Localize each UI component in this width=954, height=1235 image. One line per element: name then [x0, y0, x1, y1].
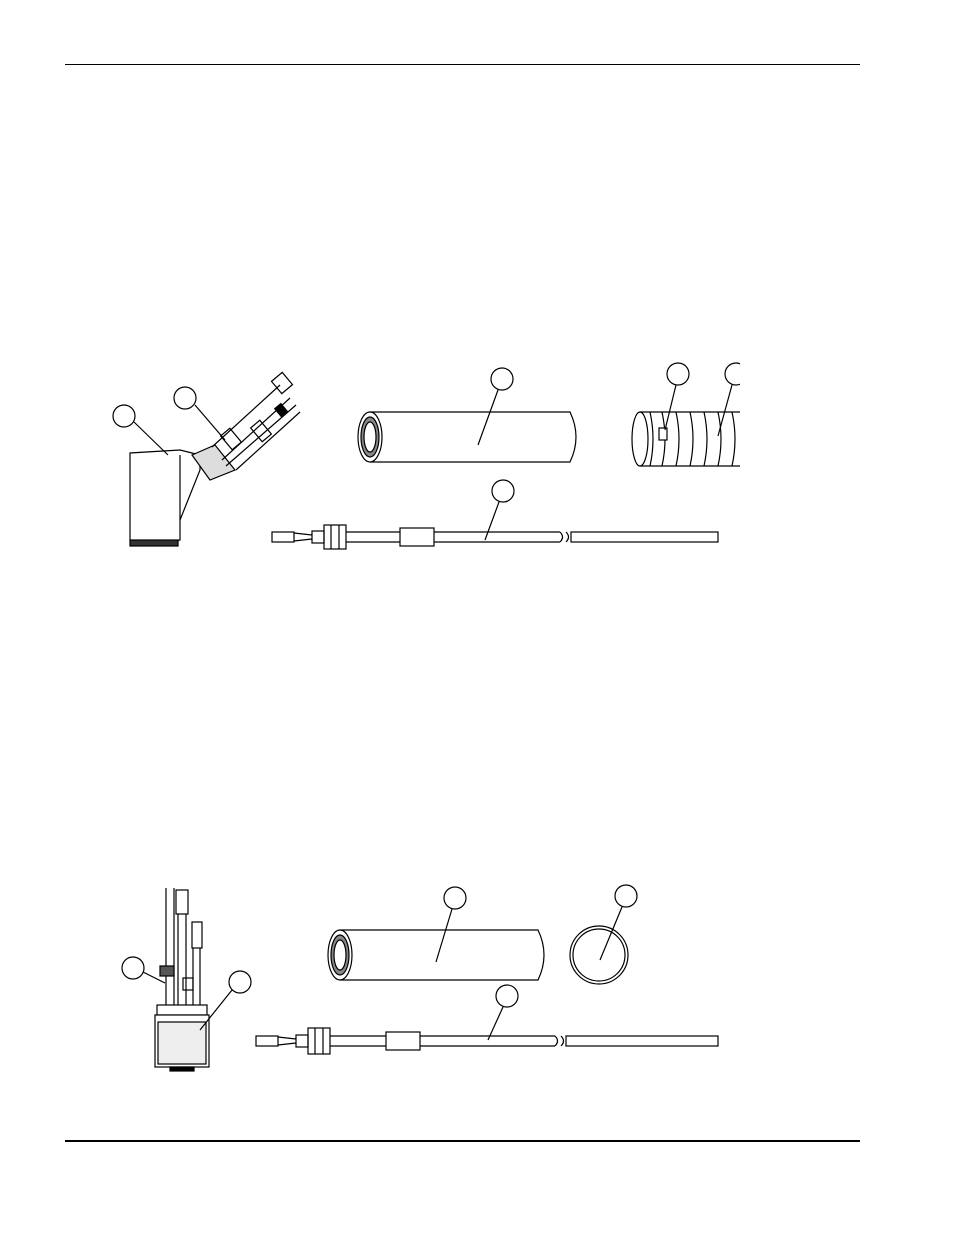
straight-torch-head [154, 888, 210, 1072]
callout-balloon [495, 984, 519, 1008]
callout-balloon [173, 386, 197, 410]
callout-balloon [443, 886, 467, 910]
callout-balloon [491, 479, 515, 503]
figure-angled-head-kit [100, 360, 740, 560]
torch-lead-hose [255, 1027, 719, 1055]
positioning-sleeve [327, 929, 545, 981]
callout-balloon [490, 367, 514, 391]
callout-balloon [112, 404, 136, 428]
figure-straight-head-kit [100, 880, 740, 1080]
callout-balloon [614, 884, 638, 908]
figure-1-drawing [112, 362, 740, 550]
figure-2-drawing [121, 884, 719, 1072]
torch-lead-hose [271, 524, 719, 550]
callout-balloon [666, 362, 690, 386]
callout-balloon [228, 970, 252, 994]
retaining-ring [569, 925, 629, 985]
angled-torch-head [129, 371, 301, 547]
callout-balloon [121, 956, 145, 980]
header-rule [65, 64, 860, 65]
positioning-sleeve [357, 411, 577, 463]
callout-balloon [724, 362, 740, 386]
convoluted-sleeve [631, 411, 740, 467]
footer-rule [65, 1140, 860, 1142]
